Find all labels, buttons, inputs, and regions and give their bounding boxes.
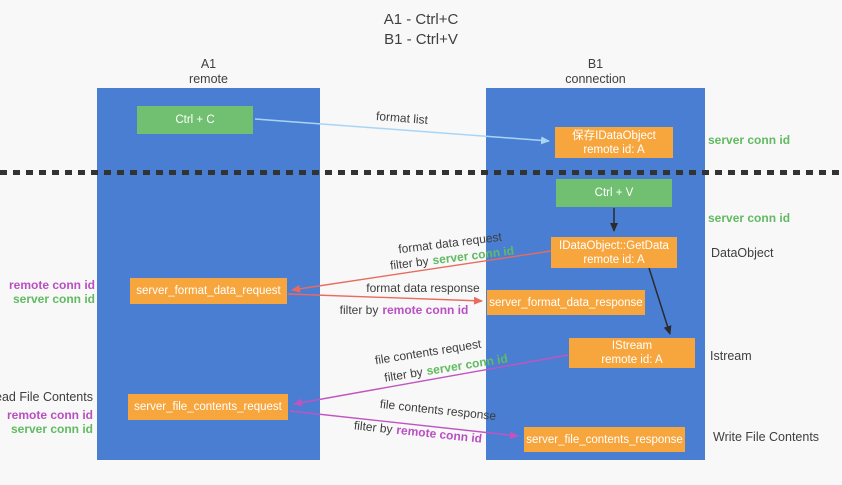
node-server-file-contents-request-label: server_file_contents_request	[134, 401, 282, 413]
node-idataobject-getdata-line2: remote id: A	[583, 253, 645, 266]
diagram-title: A1 - Ctrl+C B1 - Ctrl+V	[0, 10, 842, 50]
node-server-format-data-response: server_format_data_response	[487, 290, 645, 315]
side-label-server-conn-id-top: server conn id	[708, 133, 791, 147]
node-save-idataobject-line1: 保存IDataObject	[572, 129, 656, 142]
remote-conn-id-label: remote conn id	[8, 278, 95, 292]
remote-conn-id-label: remote conn id	[6, 408, 93, 422]
edge-label-file-contents-response: file contents response	[379, 396, 497, 424]
node-istream-line1: IStream	[611, 340, 653, 352]
server-conn-id-label: server conn id	[12, 292, 95, 306]
node-ctrl-c-label: Ctrl + C	[175, 114, 215, 126]
filter-by-text: filter by	[353, 418, 394, 437]
node-ctrl-v: Ctrl + V	[556, 179, 672, 207]
remote-conn-id-text: remote conn id	[395, 422, 483, 446]
node-save-idataobject: 保存IDataObject remote id: A	[555, 127, 673, 158]
side-label-istream: Istream	[710, 349, 752, 363]
node-server-file-contents-response: server_file_contents_response	[524, 427, 685, 452]
node-ctrl-c: Ctrl + C	[137, 106, 253, 134]
filter-by-text: filter by	[383, 364, 424, 385]
node-istream: IStream remote id: A	[569, 338, 695, 368]
lane-b1-name: B1	[587, 57, 604, 71]
lane-b1-subtitle: connection	[565, 72, 626, 86]
side-label-server-conn-id-middle: server conn id	[708, 211, 791, 225]
filter-by-text: filter by	[389, 253, 430, 273]
node-idataobject-getdata: IDataObject::GetData remote id: A	[551, 237, 677, 268]
title-line-1: A1 - Ctrl+C	[383, 11, 459, 28]
server-conn-id-label: server conn id	[10, 422, 93, 436]
title-line-2: B1 - Ctrl+V	[384, 31, 458, 48]
node-ctrl-v-label: Ctrl + V	[594, 187, 634, 199]
lane-a1-subtitle: remote	[189, 72, 228, 86]
side-label-conn-pair-2: remote conn id server conn id	[7, 408, 93, 436]
node-server-file-contents-request: server_file_contents_request	[128, 394, 288, 420]
side-label-dataobject: DataObject	[711, 246, 774, 260]
node-server-format-data-request: server_format_data_request	[130, 278, 287, 304]
node-save-idataobject-line2: remote id: A	[583, 143, 645, 156]
node-server-format-data-response-label: server_format_data_response	[489, 296, 643, 309]
node-istream-line2: remote id: A	[601, 354, 663, 366]
side-label-write-file-contents: Write File Contents	[713, 430, 820, 444]
edge-label-format-list: format list	[375, 108, 429, 128]
node-idataobject-getdata-line1: IDataObject::GetData	[559, 239, 669, 252]
edge-label-format-data-response: format data response	[366, 281, 480, 295]
filter-by-text: filter by	[339, 303, 379, 317]
lane-header-a1: A1 remote	[97, 57, 320, 87]
dotted-divider-line	[0, 170, 842, 175]
remote-conn-id-text: remote conn id	[382, 303, 469, 317]
lane-header-b1: B1 connection	[486, 57, 705, 87]
node-server-format-data-request-label: server_format_data_request	[136, 285, 281, 297]
side-label-read-file-contents: Read File Contents	[0, 390, 93, 404]
node-server-file-contents-response-label: server_file_contents_response	[526, 433, 683, 446]
lane-a1-name: A1	[200, 57, 217, 71]
side-label-conn-pair-1: remote conn id server conn id	[9, 278, 95, 306]
